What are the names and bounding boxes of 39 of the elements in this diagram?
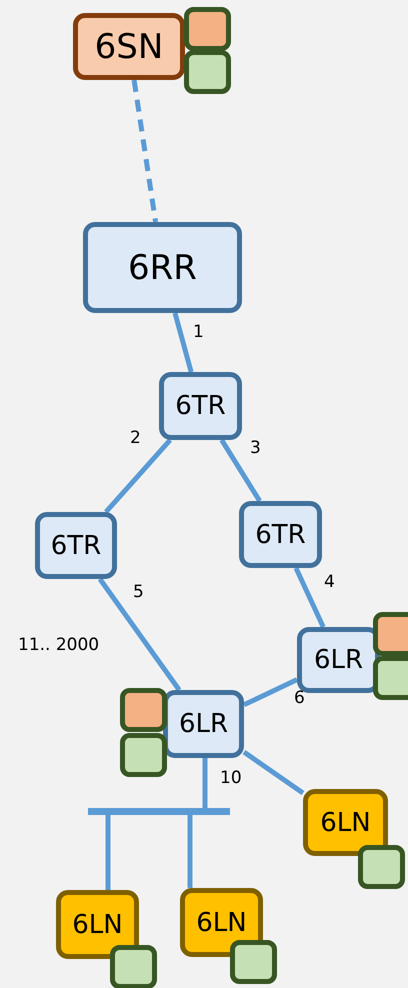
bus-bar	[88, 808, 230, 815]
connector-line	[172, 312, 194, 373]
edge-label: 6	[294, 690, 305, 707]
node-label: 6TR	[50, 532, 102, 558]
edge-label: 3	[250, 440, 261, 457]
connector-line	[104, 438, 172, 514]
node-label: 6LR	[314, 647, 364, 673]
edge-label: 1	[193, 324, 204, 341]
router-box	[73, 13, 185, 80]
link-range-label: 11.. 2000	[18, 637, 100, 654]
connector-line	[242, 750, 304, 796]
edge-label: 2	[130, 430, 141, 447]
node-label: 6LN	[320, 810, 371, 836]
node-label: 6LN	[196, 910, 247, 936]
node-label: 6TR	[175, 393, 226, 419]
edge-label: 4	[324, 574, 335, 591]
router-box	[56, 890, 139, 959]
node-label: 6TR	[255, 522, 306, 548]
connector-line	[188, 815, 192, 888]
connector-line	[98, 578, 182, 692]
connector-line	[202, 758, 208, 808]
connector-line	[294, 566, 326, 628]
router-box	[159, 372, 242, 440]
connector-line	[132, 80, 158, 222]
connector-line	[242, 677, 298, 708]
node-label: 6RR	[128, 250, 197, 284]
router-box	[180, 888, 263, 957]
connector-line	[220, 438, 262, 502]
node-label: 6SN	[94, 30, 164, 64]
node-label: 6LN	[72, 912, 123, 938]
connector-line	[106, 815, 110, 890]
router-box	[83, 222, 242, 313]
router-box	[35, 512, 117, 579]
router-box	[163, 690, 244, 758]
edge-label: 10	[220, 770, 242, 787]
edge-label: 5	[133, 584, 144, 601]
router-box	[239, 501, 322, 568]
node-label: 6LR	[178, 711, 228, 737]
router-box	[303, 789, 388, 856]
